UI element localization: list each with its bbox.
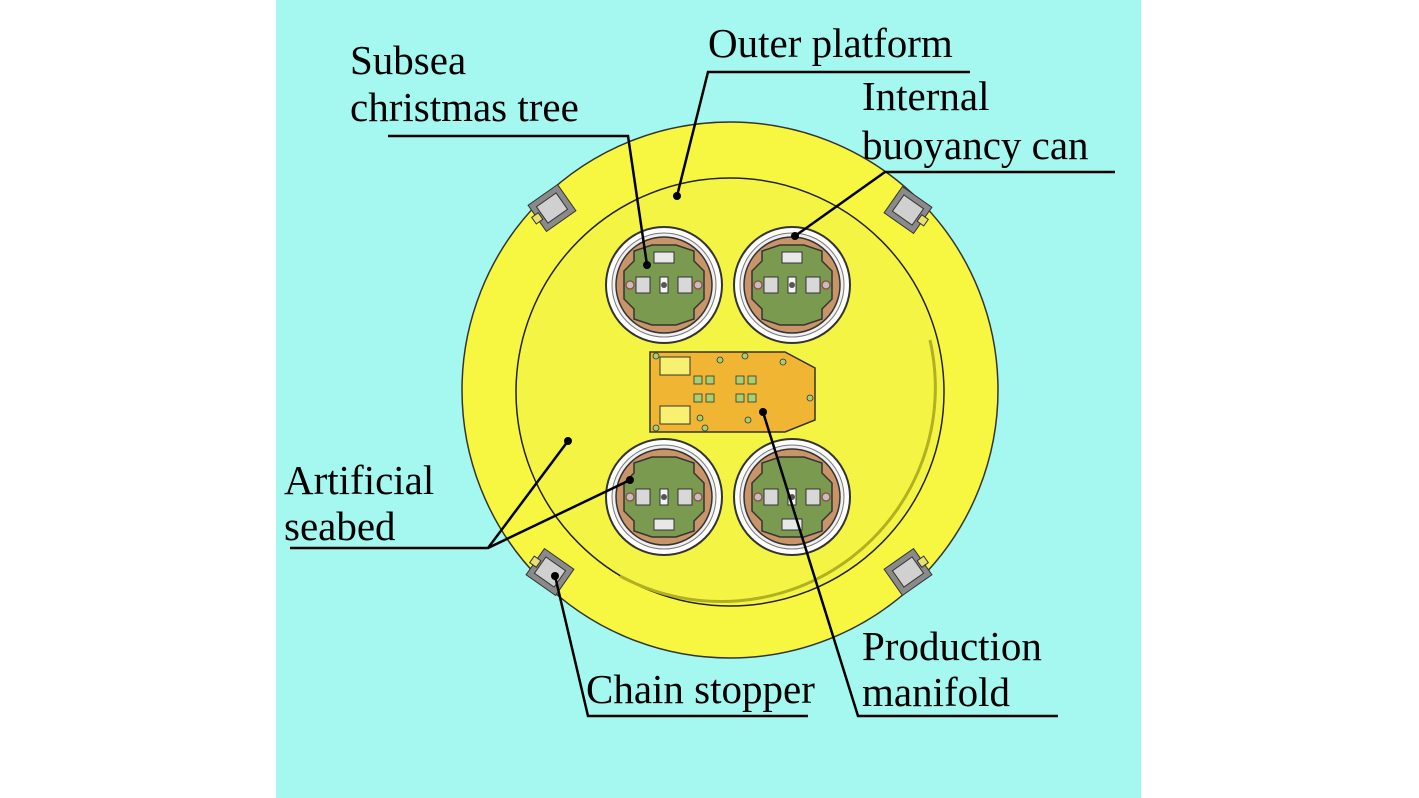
- label-production-line1: Production: [862, 623, 1042, 669]
- label-chain-stopper: Chain stopper: [586, 666, 815, 712]
- chain-stopper-bottom-left: [525, 547, 575, 597]
- buoyancy-can-top-right: [733, 226, 851, 344]
- chain-stopper-top-right: [883, 185, 933, 235]
- label-outer-platform: Outer platform: [708, 20, 953, 66]
- chain-stopper-top-left: [527, 183, 577, 233]
- inner-deck-shadow: [619, 339, 937, 604]
- production-manifold: [649, 351, 816, 433]
- label-buoyancy-line1: Internal: [862, 73, 989, 119]
- label-buoyancy-line2: buoyancy can: [862, 122, 1089, 168]
- buoyancy-can-bottom-right: [733, 438, 851, 556]
- label-subsea-tree-line2: christmas tree: [350, 84, 579, 130]
- label-subsea-tree-line1: Subsea: [350, 37, 466, 83]
- leader-lines: [290, 70, 1115, 718]
- label-production-line2: manifold: [862, 669, 1010, 715]
- label-seabed-line2: seabed: [284, 503, 396, 549]
- chain-stopper-bottom-right: [883, 547, 933, 597]
- buoyancy-can-top-left: [605, 226, 723, 344]
- buoyancy-can-bottom-left: [605, 438, 723, 556]
- label-seabed-line1: Artificial: [284, 457, 434, 503]
- leader-dots: [551, 192, 799, 580]
